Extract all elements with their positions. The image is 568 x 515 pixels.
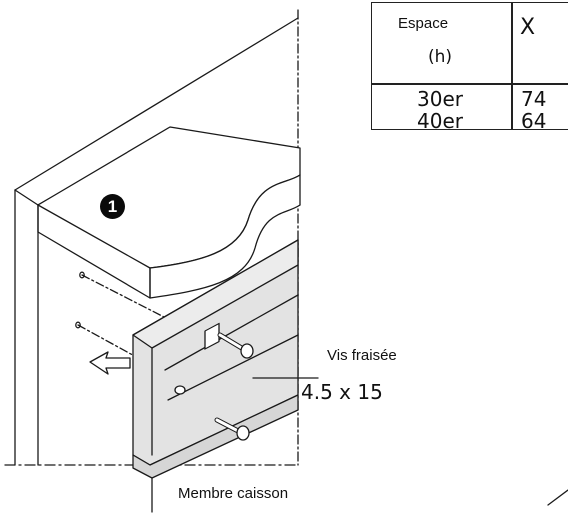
table-row-space: 40er xyxy=(417,109,463,133)
screw-type-label: Vis fraisée xyxy=(327,347,397,364)
top-pad-side xyxy=(149,174,301,299)
mounting-rail-bottom-channel xyxy=(132,394,299,479)
mounting-rail-groove-lower xyxy=(167,334,299,401)
step-number-badge: 1 xyxy=(100,194,125,219)
table-row-x: 74 xyxy=(521,87,547,111)
table-header-unit: (h) xyxy=(428,47,453,67)
rail-slot xyxy=(204,322,220,350)
panel-hole-lower xyxy=(75,321,81,329)
table-header-space: Espace xyxy=(398,15,449,32)
cabinet-top-edge xyxy=(14,17,299,191)
member-label: Membre caisson xyxy=(178,485,289,502)
panel-hole-upper xyxy=(79,271,85,279)
mounting-rail-top-lip xyxy=(132,239,299,349)
guide-line-lower xyxy=(77,324,161,371)
table-row-space: 30er xyxy=(417,87,463,111)
table-header-divider xyxy=(372,83,568,85)
screw-size-label: 4.5 x 15 xyxy=(301,380,383,404)
table-row-x: 64 xyxy=(521,109,547,133)
direction-arrow xyxy=(89,351,131,375)
spacing-table: Espace (h) X 30er 74 40er 64 xyxy=(371,2,568,133)
screw-lower xyxy=(214,417,250,441)
mounting-rail-groove xyxy=(164,294,299,371)
screw-upper xyxy=(217,332,254,359)
drawing-fragment xyxy=(547,489,568,506)
table-header-x: X xyxy=(520,15,536,40)
top-pad-front xyxy=(37,204,151,299)
table-column-divider xyxy=(511,3,513,129)
cabinet-left-panel-front xyxy=(14,189,39,206)
rail-hole xyxy=(174,385,186,395)
